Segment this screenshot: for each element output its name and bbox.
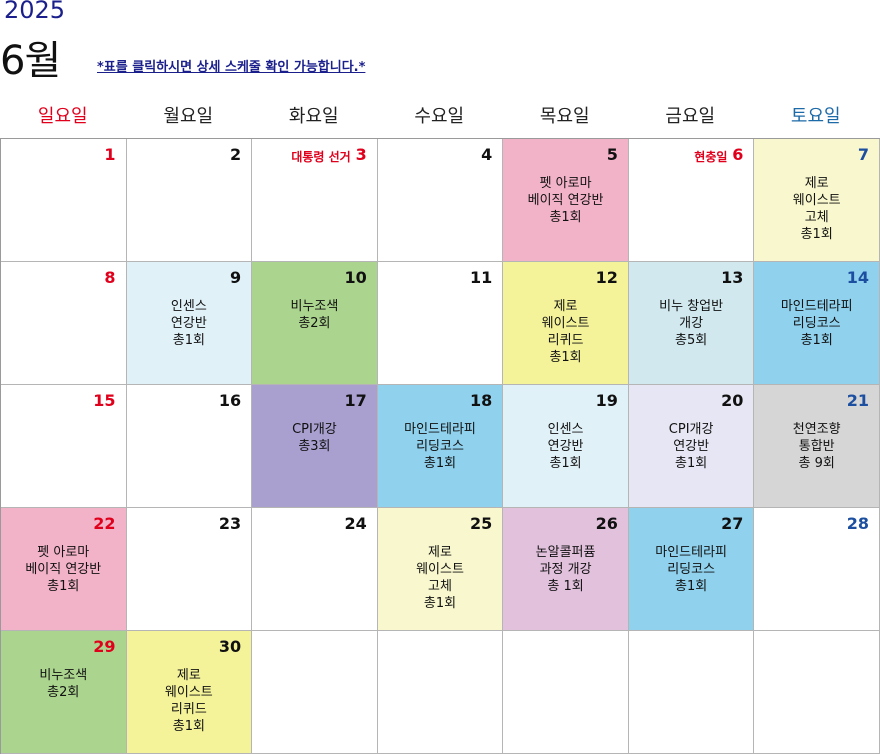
event-label: 비누조색 총2회 xyxy=(290,299,339,331)
day-number: 20 xyxy=(721,391,744,410)
calendar-day-cell[interactable]: 11 xyxy=(377,262,504,385)
calendar-day-cell[interactable] xyxy=(754,631,880,754)
day-number: 10 xyxy=(344,268,367,287)
calendar-day-cell[interactable]: 22 펫 아로마 베이직 연강반 총1회 xyxy=(1,508,127,631)
day-number: 19 xyxy=(595,391,618,410)
calendar-day-cell[interactable]: 3 대통령 선거 xyxy=(252,139,378,262)
calendar-day-cell[interactable]: 14 마인드테라피 리딩코스 총1회 xyxy=(754,262,880,385)
event-label: 비누 창업반 개강 총5회 xyxy=(659,299,724,348)
event-label: 천연조향 통합반 총 9회 xyxy=(792,422,841,471)
event-label: 마인드테라피 리딩코스 총1회 xyxy=(404,422,476,471)
calendar-day-cell[interactable]: 1 xyxy=(1,139,127,262)
day-number: 27 xyxy=(721,514,744,533)
calendar-day-cell[interactable]: 27 마인드테라피 리딩코스 총1회 xyxy=(628,508,755,631)
day-number: 14 xyxy=(846,268,869,287)
day-number: 4 xyxy=(481,145,493,164)
holiday-label: 현충일 xyxy=(694,150,728,164)
day-number: 16 xyxy=(218,391,242,410)
calendar-day-cell[interactable] xyxy=(628,631,755,754)
day-number: 12 xyxy=(595,268,618,287)
event-label: 인센스 연강반 총1회 xyxy=(170,299,207,348)
calendar-day-cell[interactable]: 30 제로 웨이스트 리퀴드 총1회 xyxy=(126,631,253,754)
day-number: 24 xyxy=(344,514,367,533)
calendar-day-cell[interactable]: 19 인센스 연강반 총1회 xyxy=(503,385,629,508)
event-label: 비누조색 총2회 xyxy=(39,668,88,700)
weekday-header: 일요일 월요일 화요일 수요일 목요일 금요일 토요일 xyxy=(0,102,880,132)
day-number: 6 xyxy=(732,145,744,164)
event-label: CPI개강 총3회 xyxy=(292,422,337,454)
calendar-day-cell[interactable]: 18 마인드테라피 리딩코스 총1회 xyxy=(377,385,504,508)
weekday-fri: 금요일 xyxy=(665,106,716,127)
event-label: 제로 웨이스트 고체 총1회 xyxy=(792,176,841,242)
weekday-tue: 화요일 xyxy=(288,106,339,127)
day-number: 17 xyxy=(344,391,367,410)
weekday-sun: 일요일 xyxy=(37,106,88,127)
calendar-day-cell[interactable]: 2 xyxy=(126,139,253,262)
day-number: 3 xyxy=(355,145,367,164)
calendar-day-cell[interactable]: 26 논알콜퍼퓸 과정 개강 총 1회 xyxy=(503,508,629,631)
event-label: 제로 웨이스트 고체 총1회 xyxy=(416,545,464,611)
event-label: 마인드테라피 리딩코스 총1회 xyxy=(655,545,728,594)
calendar-day-cell[interactable]: 25 제로 웨이스트 고체 총1회 xyxy=(377,508,504,631)
calendar-day-cell[interactable]: 24 xyxy=(252,508,378,631)
weekday-thu: 목요일 xyxy=(539,106,590,127)
calendar-day-cell[interactable]: 4 xyxy=(377,139,504,262)
day-number: 29 xyxy=(93,637,116,656)
day-number: 23 xyxy=(218,514,242,533)
calendar-day-cell[interactable]: 13 비누 창업반 개강 총5회 xyxy=(628,262,755,385)
day-number: 22 xyxy=(93,514,116,533)
day-number: 21 xyxy=(846,391,869,410)
weekday-sat: 토요일 xyxy=(790,106,841,127)
event-label: CPI개강 연강반 총1회 xyxy=(668,422,714,471)
calendar-day-cell[interactable]: 15 xyxy=(1,385,127,508)
day-number: 30 xyxy=(218,637,242,656)
day-number: 13 xyxy=(721,268,744,287)
calendar-day-cell[interactable]: 29 비누조색 총2회 xyxy=(1,631,127,754)
day-number: 15 xyxy=(93,391,116,410)
calendar-day-cell[interactable]: 9 인센스 연강반 총1회 xyxy=(126,262,253,385)
event-label: 논알콜퍼퓸 과정 개강 총 1회 xyxy=(535,545,596,594)
calendar-day-cell[interactable]: 16 xyxy=(126,385,253,508)
calendar-day-cell[interactable]: 12 제로 웨이스트 리퀴드 총1회 xyxy=(503,262,629,385)
day-number: 18 xyxy=(470,391,493,410)
calendar-day-cell[interactable]: 8 xyxy=(1,262,127,385)
event-label: 펫 아로마 베이직 연강반 총1회 xyxy=(527,176,604,225)
event-label: 제로 웨이스트 리퀴드 총1회 xyxy=(164,668,213,734)
calendar-day-cell[interactable]: 10 비누조색 총2회 xyxy=(252,262,378,385)
event-label: 펫 아로마 베이직 연강반 총1회 xyxy=(25,545,102,594)
holiday-label: 대통령 선거 xyxy=(291,150,351,164)
weekday-wed: 수요일 xyxy=(414,106,465,127)
event-label: 인센스 연강반 총1회 xyxy=(547,422,584,471)
day-number: 28 xyxy=(846,514,869,533)
calendar-day-cell[interactable]: 21 천연조향 통합반 총 9회 xyxy=(754,385,880,508)
calendar-day-cell[interactable] xyxy=(252,631,378,754)
day-number: 7 xyxy=(857,145,869,164)
event-label: 마인드테라피 리딩코스 총1회 xyxy=(780,299,853,348)
calendar-day-cell[interactable] xyxy=(503,631,629,754)
calendar-day-cell[interactable]: 7 제로 웨이스트 고체 총1회 xyxy=(754,139,880,262)
schedule-hint: *표를 클릭하시면 상세 스케줄 확인 가능합니다.* xyxy=(97,60,366,75)
month-title: 6월 xyxy=(0,38,61,84)
day-number: 9 xyxy=(230,268,242,287)
day-number: 26 xyxy=(595,514,618,533)
day-number: 11 xyxy=(470,268,493,287)
day-number: 8 xyxy=(104,268,116,287)
day-number: 25 xyxy=(470,514,493,533)
day-number: 5 xyxy=(606,145,618,164)
calendar-day-cell[interactable]: 6 현충일 xyxy=(628,139,755,262)
year-label: 2025 xyxy=(4,0,66,24)
calendar-day-cell[interactable]: 23 xyxy=(126,508,253,631)
day-number: 1 xyxy=(104,145,116,164)
event-label: 제로 웨이스트 리퀴드 총1회 xyxy=(541,299,590,365)
weekday-mon: 월요일 xyxy=(163,106,214,127)
calendar-day-cell[interactable]: 28 xyxy=(754,508,880,631)
day-number: 2 xyxy=(230,145,242,164)
calendar-day-cell[interactable] xyxy=(377,631,504,754)
